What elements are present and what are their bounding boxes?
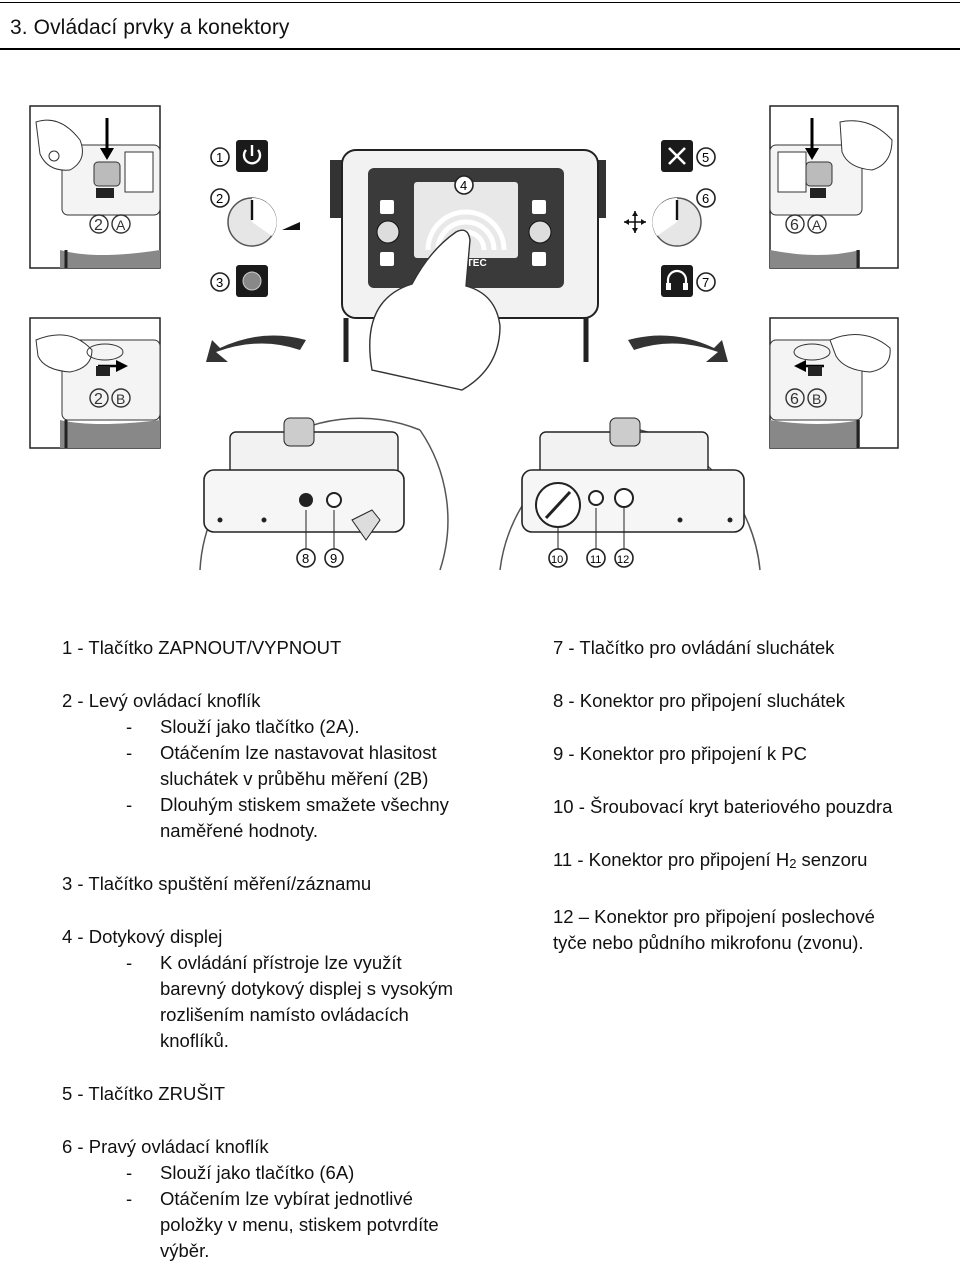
item-6-sub-2: - Otáčením lze vybírat jednotlivé položk… [126, 1188, 439, 1261]
device-front: 4 STEC [330, 149, 606, 391]
svg-text:B: B [116, 391, 125, 407]
right-knob-illustration: 6 [624, 188, 716, 247]
item-6-sub-1: - Slouží jako tlačítko (6A) [126, 1162, 355, 1183]
cancel-button-illustration: 5 [661, 140, 716, 172]
item-12: 12 – Konektor pro připojení poslechové t… [553, 906, 875, 953]
svg-text:12: 12 [617, 554, 629, 566]
item-3: 3 - Tlačítko spuštění měření/záznamu [62, 873, 372, 894]
item-6-title: 6 - Pravý ovládací knoflík [62, 1136, 269, 1157]
svg-text:8: 8 [302, 551, 309, 566]
headphones-icon [666, 269, 688, 286]
item-2-title: 2 - Levý ovládací knoflík [62, 690, 261, 711]
item-10: 10 - Šroubovací kryt bateriového pouzdra [553, 796, 893, 817]
item-2-sub-3: - Dlouhým stiskem smažete všechny naměře… [126, 794, 449, 841]
inset-press-left: 2 A [29, 105, 161, 269]
svg-text:6: 6 [702, 191, 709, 206]
svg-text:4: 4 [460, 178, 467, 193]
svg-text:1: 1 [216, 150, 223, 165]
item-6: 6 - Pravý ovládací knoflík - Slouží jako… [62, 1134, 532, 1264]
item-2-sub-2: - Otáčením lze nastavovat hlasitost sluc… [126, 742, 437, 789]
right-column: 7 - Tlačítko pro ovládání sluchátek 8 - … [553, 635, 953, 956]
inset-turn-right: 6 B [769, 317, 899, 449]
left-knob-illustration: 2 [210, 188, 300, 247]
power-button-illustration: 1 [210, 140, 268, 172]
left-column: 1 - Tlačítko ZAPNOUT/VYPNOUT 2 - Levý ov… [62, 635, 532, 1264]
item-4: 4 - Dotykový displej - K ovládání přístr… [62, 924, 532, 1054]
item-4-sub-1: - K ovládání přístroje lze využít barevn… [126, 952, 454, 1051]
record-button-illustration: 3 [210, 265, 268, 297]
svg-text:6: 6 [790, 217, 799, 234]
svg-text:2: 2 [216, 191, 223, 206]
svg-text:10: 10 [551, 554, 563, 566]
svg-text:2: 2 [94, 391, 103, 408]
headphones-button-illustration: 7 [661, 265, 716, 297]
power-icon [242, 149, 262, 165]
item-7: 7 - Tlačítko pro ovládání sluchátek [553, 637, 835, 658]
svg-text:11: 11 [590, 554, 601, 566]
item-1: 1 - Tlačítko ZAPNOUT/VYPNOUT [62, 637, 342, 658]
svg-text:2: 2 [94, 217, 103, 234]
page-title: 3. Ovládací prvky a konektory [10, 16, 290, 39]
item-2-sub-1: - Slouží jako tlačítko (2A). [126, 716, 360, 737]
cancel-icon [668, 147, 686, 165]
item-2: 2 - Levý ovládací knoflík - Slouží jako … [62, 688, 532, 844]
item-8: 8 - Konektor pro připojení sluchátek [553, 690, 846, 711]
svg-text:5: 5 [702, 150, 709, 165]
svg-text:A: A [116, 217, 126, 233]
svg-text:6: 6 [790, 391, 799, 408]
move-arrows-icon [624, 211, 646, 233]
record-icon [242, 271, 262, 291]
device-illustration: 2 A 2 B 6 A [0, 100, 960, 580]
item-4-title: 4 - Dotykový displej [62, 926, 223, 947]
item-11: 11 - Konektor pro připojení H2 senzoru [553, 849, 868, 871]
svg-text:3: 3 [216, 275, 223, 290]
svg-text:7: 7 [702, 275, 709, 290]
inset-turn-left: 2 B [29, 317, 161, 449]
item-9: 9 - Konektor pro připojení k PC [553, 743, 807, 764]
connector-detail-left: 8 9 [199, 417, 449, 571]
svg-text:A: A [812, 217, 822, 233]
svg-text:9: 9 [330, 551, 337, 566]
connector-detail-right: 10 11 12 [499, 417, 761, 571]
device-brand: STEC [460, 258, 487, 269]
inset-press-right: 6 A [769, 105, 899, 269]
header-bar: 3. Ovládací prvky a konektory [0, 2, 960, 50]
item-5: 5 - Tlačítko ZRUŠIT [62, 1083, 226, 1104]
svg-text:B: B [812, 391, 821, 407]
